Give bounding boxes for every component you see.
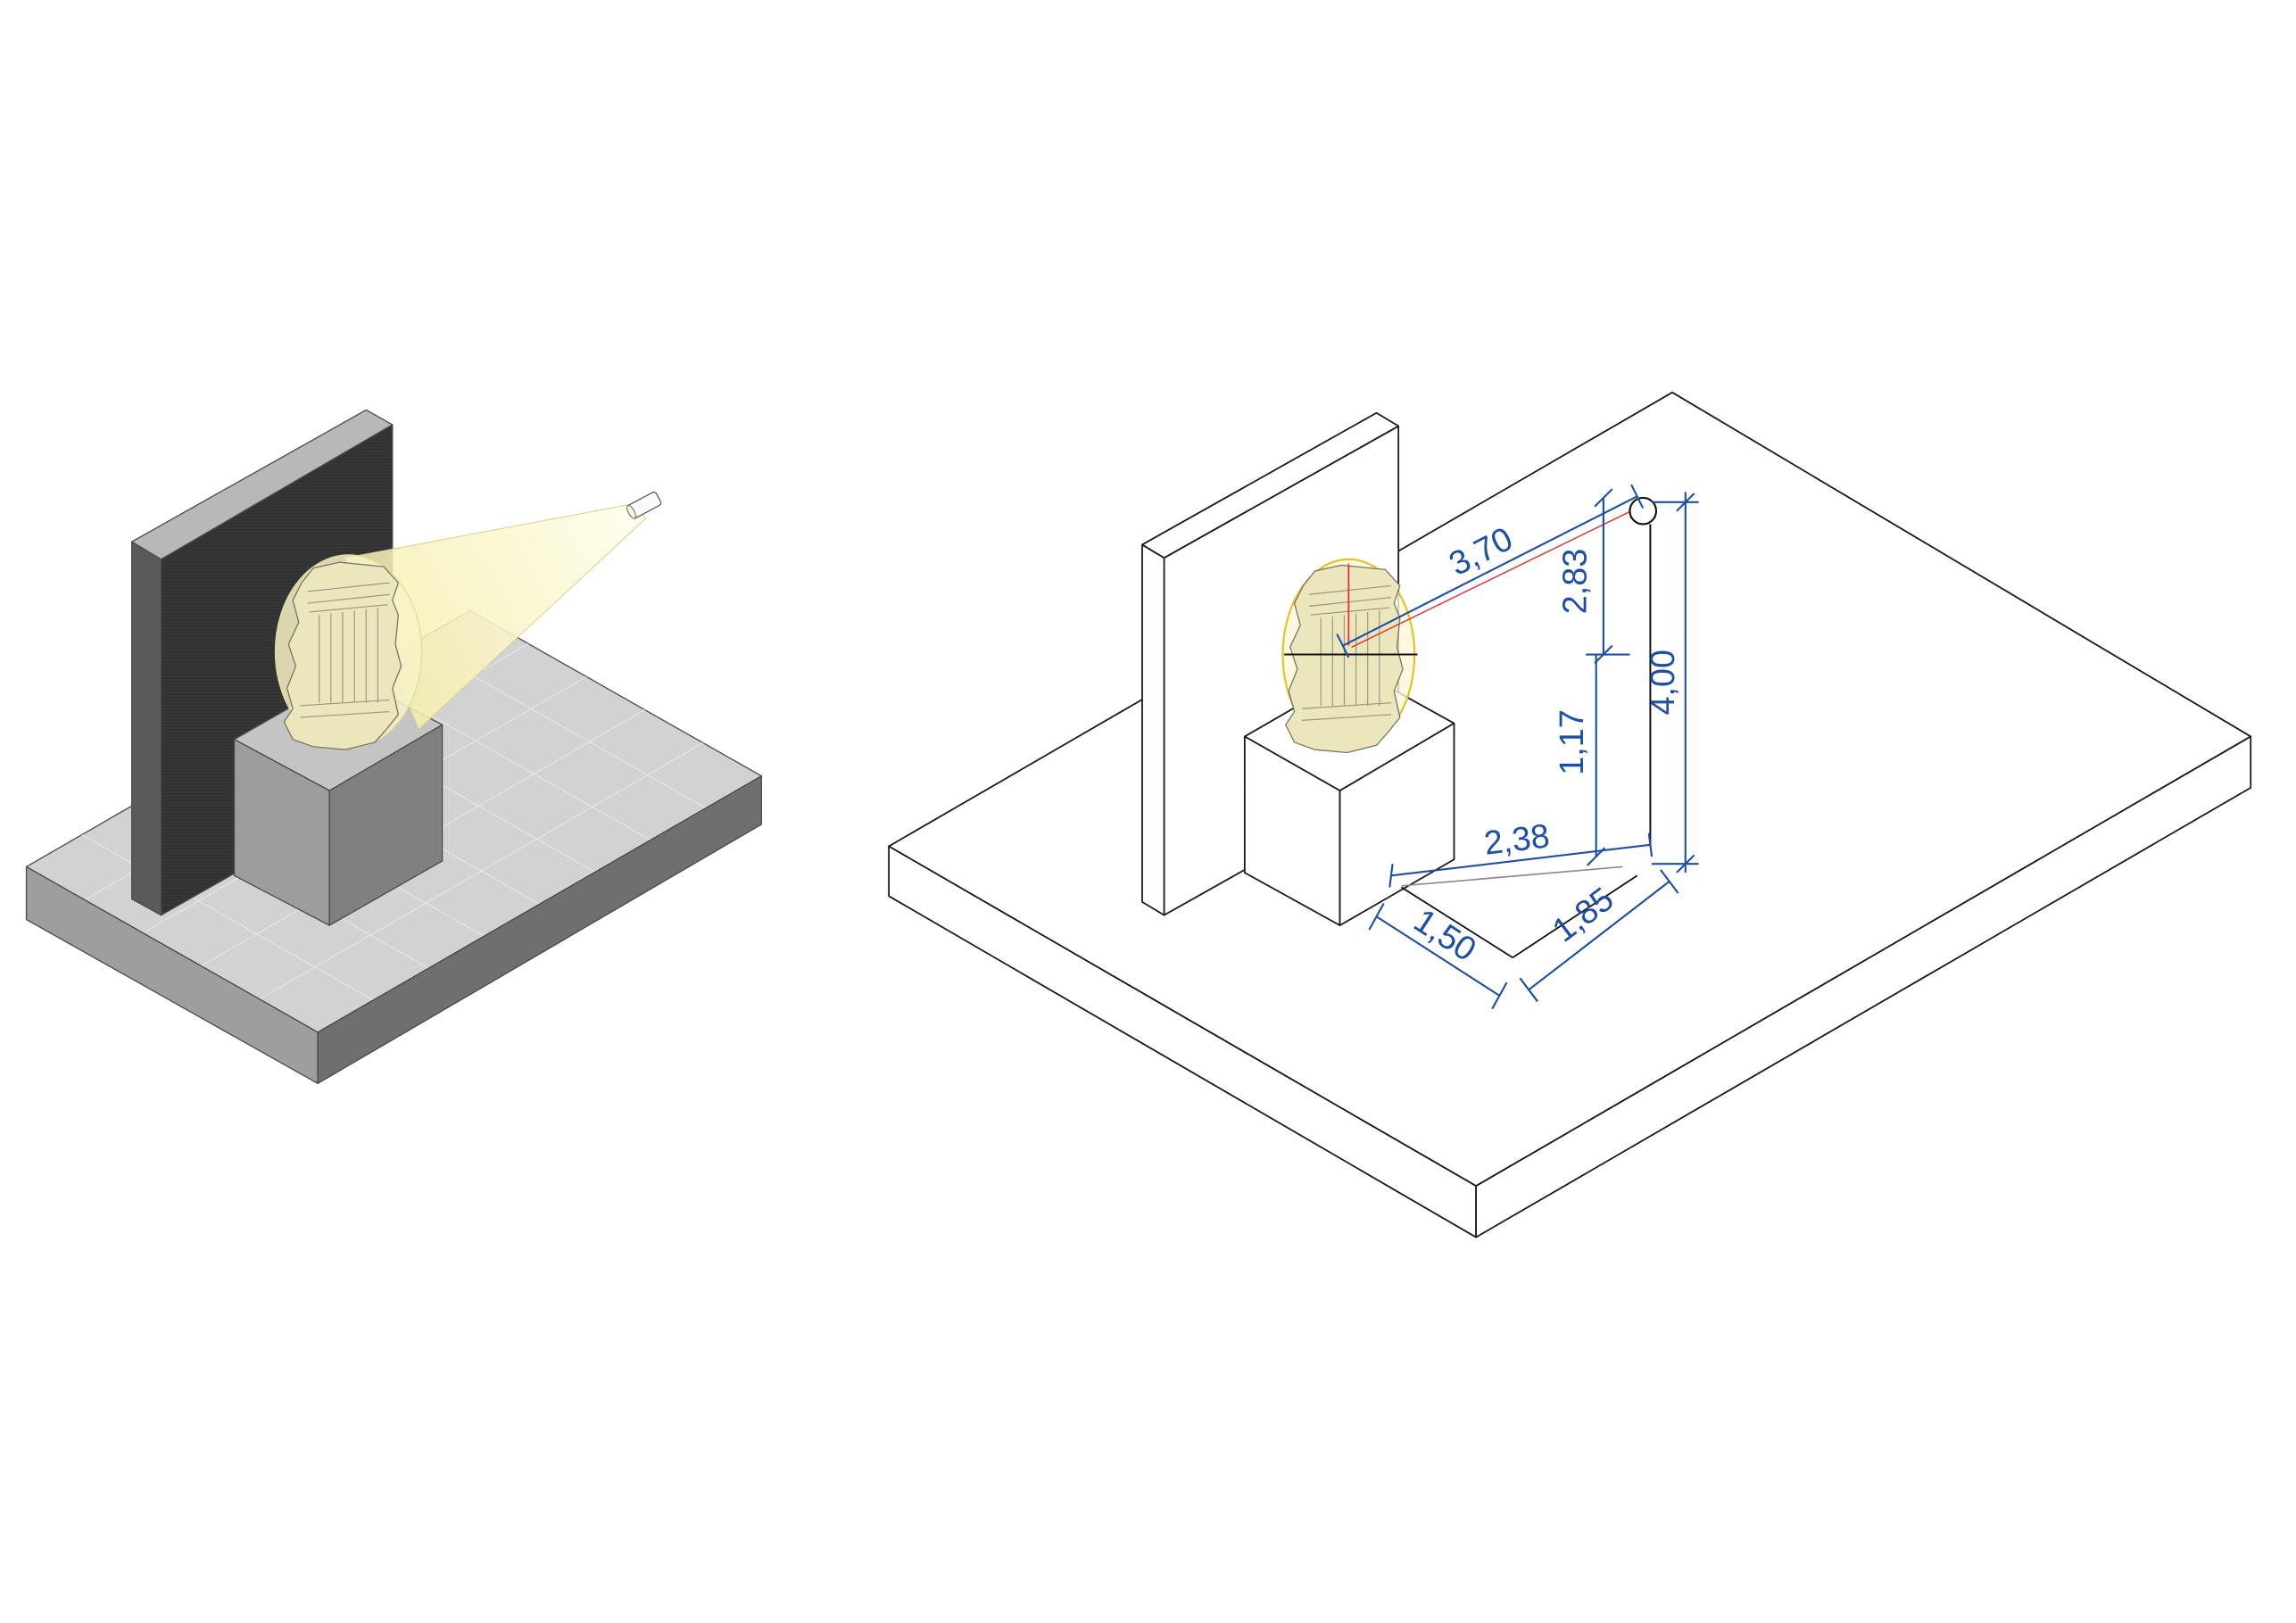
grid-line xyxy=(81,834,374,1001)
pedestal-right-face xyxy=(328,724,443,926)
fragment-relief xyxy=(300,582,390,718)
pedestal-right-face xyxy=(1339,722,1455,927)
dim-line xyxy=(1375,915,1500,997)
dim-tick xyxy=(1660,869,1679,894)
wall-top-face xyxy=(1141,411,1400,559)
wall-end-face xyxy=(1141,543,1165,916)
dim-line xyxy=(1390,843,1651,877)
stone-fragment xyxy=(283,561,402,750)
dim-tick xyxy=(1676,493,1695,512)
base-slab-outline xyxy=(888,391,2252,1238)
wall-end-face xyxy=(131,541,162,916)
dim-tick xyxy=(1491,981,1508,1010)
floor-line-left xyxy=(1400,886,1513,958)
dim-tick xyxy=(1594,488,1613,508)
dim-label-upper-vertical: 2,83 xyxy=(1555,549,1593,614)
dim-tick xyxy=(1368,902,1385,931)
dim-label-floor-horizontal: 2,38 xyxy=(1482,816,1552,862)
dim-line xyxy=(1342,495,1638,647)
dim-total-vertical xyxy=(1652,492,1699,874)
floor-line-gray xyxy=(1401,865,1623,887)
dim-tick xyxy=(1630,484,1645,509)
slab-front-right-face xyxy=(1475,735,2252,1238)
rendered-view xyxy=(25,409,762,1084)
sightline xyxy=(1351,510,1632,648)
dim-label-lower-vertical: 1,17 xyxy=(1553,709,1590,774)
dim-tick xyxy=(1647,832,1654,857)
fragment-relief xyxy=(1301,584,1392,721)
dim-tick xyxy=(1519,977,1538,1003)
stone-fragment xyxy=(1285,564,1404,754)
grid-line xyxy=(259,742,704,1000)
floor-line-right xyxy=(1512,874,1638,958)
wall-top-face xyxy=(131,409,394,560)
slab-top-face xyxy=(888,391,2252,1188)
dim-line xyxy=(1528,881,1670,991)
dim-tick xyxy=(1388,864,1394,888)
dimensioned-view: 3,70 2,83 4,00 1,17 2,38 1,50 1,85 xyxy=(888,391,2252,1238)
dim-upper-vertical xyxy=(1586,488,1630,665)
dim-tick xyxy=(1676,854,1695,874)
spotlight-lens xyxy=(626,504,636,519)
dim-label-total-vertical: 4,00 xyxy=(1644,650,1681,715)
slab-front-right-face xyxy=(317,775,762,1084)
spotlight-icon xyxy=(626,491,662,519)
dim-floor-horizontal xyxy=(1388,832,1654,888)
floor-projection xyxy=(1400,865,1638,958)
dim-tick xyxy=(1336,633,1350,658)
dim-diagonal xyxy=(1336,484,1645,658)
spotlight-icon xyxy=(1629,496,1658,526)
dim-tick xyxy=(1594,644,1613,665)
dimension-lines xyxy=(1336,484,1699,1010)
dim-floor-right xyxy=(1519,869,1679,1003)
dim-floor-left xyxy=(1368,902,1508,1010)
